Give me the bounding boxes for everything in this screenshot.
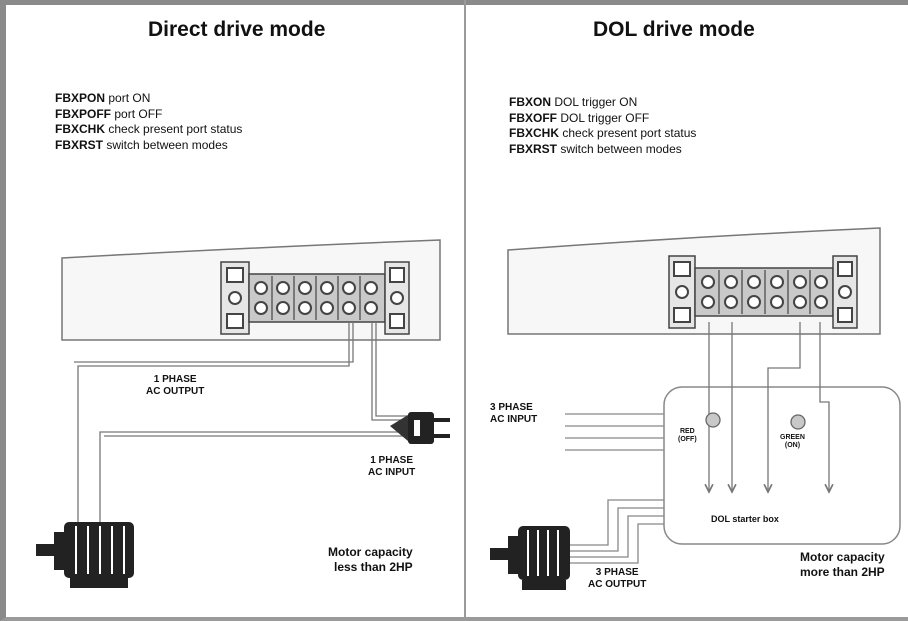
left-input-label: 1 PHASE AC INPUT bbox=[368, 455, 416, 478]
green-lamp-label: GREEN (ON) bbox=[780, 434, 805, 449]
left-command-item: FBXPON port ON bbox=[55, 91, 151, 105]
right-terminal-block bbox=[668, 255, 858, 329]
left-command-item: FBXCHK check present port status bbox=[55, 122, 243, 136]
right-command-item: FBXCHK check present port status bbox=[509, 126, 697, 140]
left-title: Direct drive mode bbox=[148, 18, 326, 41]
left-command-item: FBXPOFF port OFF bbox=[55, 106, 163, 121]
left-terminal-block bbox=[220, 261, 410, 335]
right-motor-capacity: Motor capacity more than 2HP bbox=[800, 550, 885, 579]
right-motor-icon bbox=[490, 526, 570, 590]
right-output-label: 3 PHASE AC OUTPUT bbox=[588, 567, 647, 590]
dol-box-label: DOL starter box bbox=[711, 514, 779, 524]
three-phase-output-wires bbox=[568, 499, 664, 564]
right-command-item: FBXOFF DOL trigger OFF bbox=[509, 110, 650, 125]
red-lamp-icon bbox=[705, 412, 721, 428]
left-command-item: FBXRST switch between modes bbox=[55, 137, 228, 152]
right-input-label: 3 PHASE AC INPUT bbox=[490, 402, 538, 425]
panel-divider bbox=[464, 0, 466, 621]
left-motor-icon bbox=[36, 522, 134, 588]
left-motor-capacity: Motor capacity less than 2HP bbox=[328, 545, 413, 574]
green-lamp-icon bbox=[790, 414, 806, 430]
left-command-list: FBXPON port ON FBXPOFF port OFF FBXCHK c… bbox=[55, 91, 242, 153]
left-output-label: 1 PHASE AC OUTPUT bbox=[146, 374, 205, 397]
dol-starter-box bbox=[663, 386, 901, 545]
right-command-item: FBXON DOL trigger ON bbox=[509, 95, 638, 109]
right-control-wires bbox=[709, 322, 829, 492]
right-command-list: FBXON DOL trigger ON FBXOFF DOL trigger … bbox=[509, 95, 696, 157]
red-lamp-label: RED (OFF) bbox=[678, 428, 697, 443]
plug-icon bbox=[390, 412, 450, 444]
left-wires bbox=[74, 322, 410, 560]
right-title: DOL drive mode bbox=[593, 18, 755, 41]
right-command-item: FBXRST switch between modes bbox=[509, 141, 682, 156]
three-phase-input-wires bbox=[565, 413, 664, 451]
